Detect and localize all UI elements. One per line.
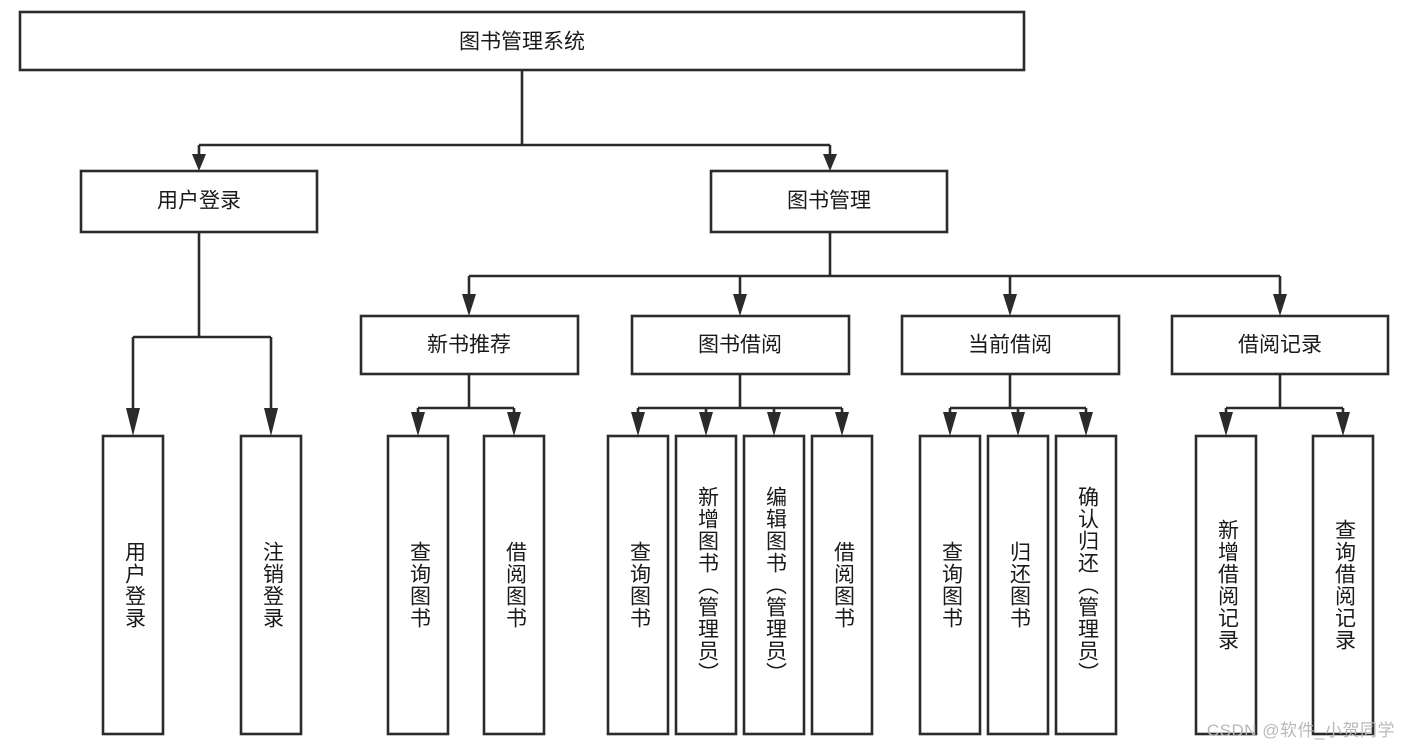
arrow-head-leaf-return-book bbox=[1011, 412, 1025, 436]
node-leaf-add-record-box[interactable] bbox=[1194, 434, 1258, 736]
node-root-box[interactable] bbox=[18, 10, 1026, 72]
arrow-head-leaf-confirm-return bbox=[1079, 412, 1093, 436]
arrow-head-leaf-borrow-book-1 bbox=[507, 412, 521, 436]
node-leaf-confirm-return-box[interactable] bbox=[1054, 434, 1118, 736]
node-book-borrow[interactable]: 图书借阅 bbox=[630, 314, 851, 376]
node-root[interactable]: 图书管理系统 bbox=[18, 10, 1026, 72]
csdn-watermark: CSDN @软件_小贺同学 bbox=[1206, 721, 1395, 740]
node-borrow-record-box[interactable] bbox=[1170, 314, 1390, 376]
node-new-book-rec[interactable]: 新书推荐 bbox=[359, 314, 580, 376]
node-user-login-label: 用户登录 bbox=[157, 190, 241, 213]
arrow-head-leaf-add-book bbox=[699, 412, 713, 436]
node-user-login[interactable]: 用户登录 bbox=[79, 169, 319, 234]
node-leaf-add-book-box[interactable] bbox=[674, 434, 738, 736]
arrow-head-leaf-query-book-1 bbox=[411, 412, 425, 436]
arrow-head-leaf-edit-book bbox=[767, 412, 781, 436]
arrow-head-new-book-rec bbox=[462, 294, 476, 316]
node-new-book-rec-label: 新书推荐 bbox=[427, 334, 511, 357]
node-user-login-box[interactable] bbox=[79, 169, 319, 234]
arrow-head-current-borrow bbox=[1003, 294, 1017, 316]
arrow-head-user-login bbox=[192, 154, 206, 171]
node-leaf-query-record-box[interactable] bbox=[1311, 434, 1375, 736]
node-root-label: 图书管理系统 bbox=[459, 31, 585, 54]
node-borrow-record[interactable]: 借阅记录 bbox=[1170, 314, 1390, 376]
node-leaf-query-book-2-box[interactable] bbox=[606, 434, 670, 736]
node-leaf-query-book-3-box[interactable] bbox=[918, 434, 982, 736]
node-layer: 图书管理系统 用户登录 图书管理 新书推荐 图书借阅 bbox=[18, 10, 1390, 736]
node-book-borrow-box[interactable] bbox=[630, 314, 851, 376]
node-current-borrow[interactable]: 当前借阅 bbox=[900, 314, 1121, 376]
arrow-head-leaf-query-record bbox=[1336, 412, 1350, 436]
node-book-manage-box[interactable] bbox=[709, 169, 949, 234]
arrow-head-borrow-record bbox=[1273, 294, 1287, 316]
arrow-head-leaf-logout bbox=[264, 408, 278, 436]
node-leaf-borrow-book-2-box[interactable] bbox=[810, 434, 874, 736]
connector-layer bbox=[126, 70, 1350, 436]
arrow-head-leaf-query-book-3 bbox=[943, 412, 957, 436]
arrow-head-book-manage bbox=[823, 154, 837, 171]
arrow-head-leaf-user-login bbox=[126, 408, 140, 436]
node-current-borrow-box[interactable] bbox=[900, 314, 1121, 376]
node-leaf-return-book-box[interactable] bbox=[986, 434, 1050, 736]
node-borrow-record-label: 借阅记录 bbox=[1238, 334, 1322, 357]
arrow-head-leaf-add-record bbox=[1219, 412, 1233, 436]
node-leaf-query-book-1-box[interactable] bbox=[386, 434, 450, 736]
node-book-manage[interactable]: 图书管理 bbox=[709, 169, 949, 234]
node-new-book-rec-box[interactable] bbox=[359, 314, 580, 376]
node-current-borrow-label: 当前借阅 bbox=[968, 334, 1052, 357]
arrow-head-book-borrow bbox=[733, 294, 747, 316]
node-leaf-borrow-book-1-box[interactable] bbox=[482, 434, 546, 736]
node-book-borrow-label: 图书借阅 bbox=[698, 334, 782, 357]
arrow-head-leaf-borrow-book-2 bbox=[835, 412, 849, 436]
node-leaf-user-login-box[interactable] bbox=[101, 434, 165, 736]
node-leaf-logout-box[interactable] bbox=[239, 434, 303, 736]
node-book-manage-label: 图书管理 bbox=[787, 190, 871, 213]
node-leaf-edit-book-box[interactable] bbox=[742, 434, 806, 736]
arrow-head-leaf-query-book-2 bbox=[631, 412, 645, 436]
